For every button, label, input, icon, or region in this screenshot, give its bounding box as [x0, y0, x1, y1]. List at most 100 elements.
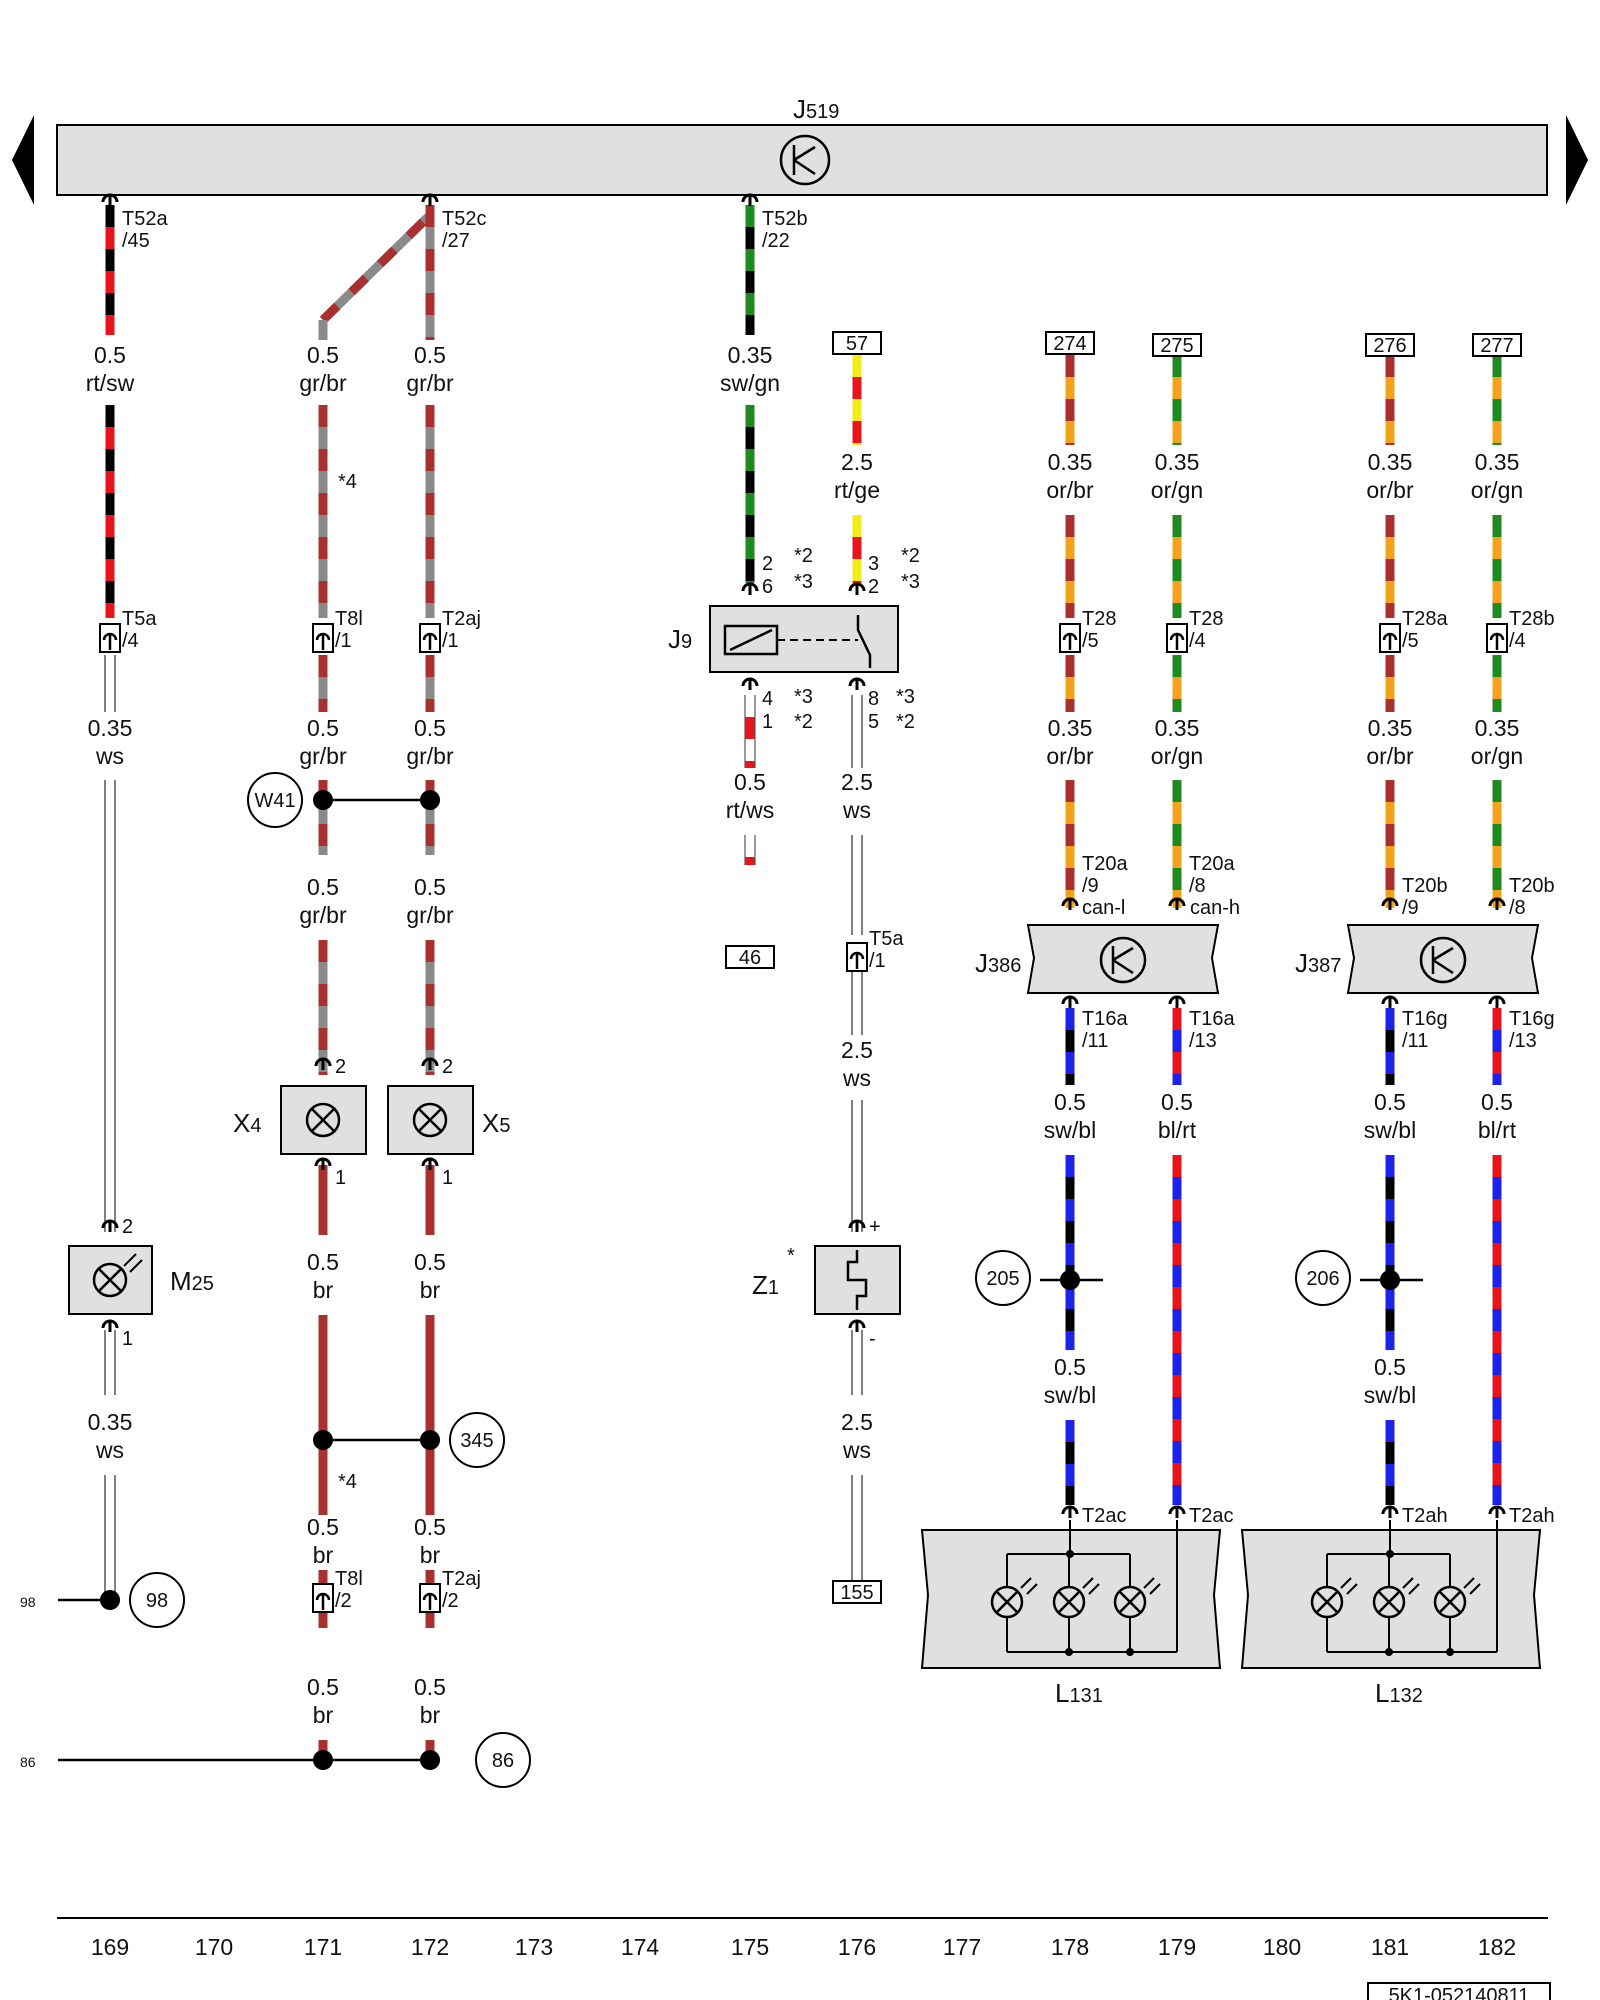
svg-text:274: 274	[1053, 333, 1086, 355]
svg-text:2: 2	[762, 553, 773, 575]
pin-t16g-182: T16g/13	[1509, 1008, 1555, 1052]
pin-t28b-182: T28b/4	[1509, 608, 1555, 652]
column-177: 177	[943, 1934, 981, 1960]
column-173: 173	[515, 1934, 553, 1960]
svg-text:*4: *4	[338, 471, 357, 493]
svg-text:*3: *3	[794, 571, 813, 593]
pin-t16a-178: T16a/11	[1082, 1008, 1128, 1052]
lamp-x4: X4	[233, 1085, 367, 1155]
column-180: 180	[1263, 1934, 1301, 1960]
pin-t2aj-172: T2aj/1	[442, 608, 481, 652]
svg-text:276: 276	[1373, 335, 1406, 357]
ref-box-57: 57	[832, 331, 882, 355]
svg-text:277: 277	[1480, 335, 1513, 357]
svg-text:*3: *3	[896, 686, 915, 708]
pin-t28-179: T28/4	[1189, 608, 1223, 652]
svg-text:*2: *2	[794, 545, 813, 567]
z1-label: Z1	[752, 1270, 779, 1300]
control-unit-j387: J387	[1295, 924, 1540, 994]
pin-t2ah-181: T2ah	[1402, 1505, 1448, 1527]
pin-t52a: T52a/45	[122, 208, 168, 252]
svg-text:205: 205	[986, 1268, 1019, 1290]
x4-label: X4	[233, 1108, 261, 1138]
side-ref-86: 86	[20, 1754, 36, 1770]
pin-t16a-179: T16a/13	[1189, 1008, 1235, 1052]
svg-text:*3: *3	[794, 686, 813, 708]
pin-t2aj-172b: T2aj/2	[442, 1568, 481, 1612]
svg-text:1: 1	[335, 1167, 346, 1189]
column-171: 171	[304, 1934, 342, 1960]
column-170: 170	[195, 1934, 233, 1960]
pin-t20b-181: T20b/9	[1402, 875, 1448, 919]
svg-text:5: 5	[868, 711, 879, 733]
footer-ref: 5K1-052140811	[1367, 1982, 1551, 2000]
notes: *4 *4 2 6 *2 *3 3 2 *2 *3 4 1 *3 *2 8 5 …	[122, 471, 1240, 1493]
m25-label: M25	[170, 1266, 214, 1296]
ref-box-46: 46	[725, 945, 775, 969]
circle-ref-98: 98	[129, 1572, 185, 1628]
column-174: 174	[621, 1934, 660, 1960]
j387-label: J387	[1295, 948, 1341, 978]
circle-ref-206: 206	[1295, 1250, 1351, 1306]
svg-text:*2: *2	[794, 711, 813, 733]
pin-t5a-169: T5a/4	[122, 608, 157, 652]
l131-label: L131	[1055, 1678, 1103, 1708]
svg-text:5K1-052140811: 5K1-052140811	[1389, 1985, 1530, 2000]
lamp-x5: X5	[387, 1085, 510, 1155]
ref-box-274: 274	[1045, 331, 1095, 355]
svg-text:1: 1	[442, 1167, 453, 1189]
pin-t8l-171b: T8l/2	[335, 1568, 363, 1612]
svg-text:206: 206	[1306, 1268, 1339, 1290]
svg-text:*3: *3	[901, 571, 920, 593]
svg-text:+: +	[869, 1216, 881, 1238]
svg-text:can-l: can-l	[1082, 897, 1125, 919]
svg-text:2: 2	[442, 1056, 453, 1078]
svg-text:*2: *2	[901, 545, 920, 567]
svg-text:155: 155	[840, 1582, 873, 1604]
control-unit-j519: J519	[12, 94, 1588, 205]
heater-z1: Z1	[752, 1245, 901, 1315]
pin-t20a-179: T20a/8	[1189, 853, 1235, 897]
pin-t28a-181: T28a/5	[1402, 608, 1448, 652]
plugs-layer	[99, 193, 1508, 1613]
side-ref-98: 98	[20, 1594, 36, 1610]
j386-label: J386	[975, 948, 1021, 978]
pin-t52b: T52b/22	[762, 208, 808, 252]
j9-label: J9	[668, 624, 692, 654]
column-179: 179	[1158, 1934, 1196, 1960]
ref-box-276: 276	[1365, 333, 1415, 357]
lamp-group	[1240, 1520, 1542, 1669]
pin-t20a-178: T20a/9	[1082, 853, 1128, 897]
svg-text:1: 1	[122, 1328, 133, 1350]
column-176: 176	[838, 1934, 876, 1960]
relay-j9: J9	[668, 605, 899, 673]
ecu-symbol	[779, 134, 831, 186]
svg-text:2: 2	[868, 576, 879, 598]
l132-label: L132	[1375, 1678, 1423, 1708]
labels-layer: T52a/45T52c/27T52b/22T5a/4T8l/1T2aj/1T28…	[86, 208, 1555, 1728]
